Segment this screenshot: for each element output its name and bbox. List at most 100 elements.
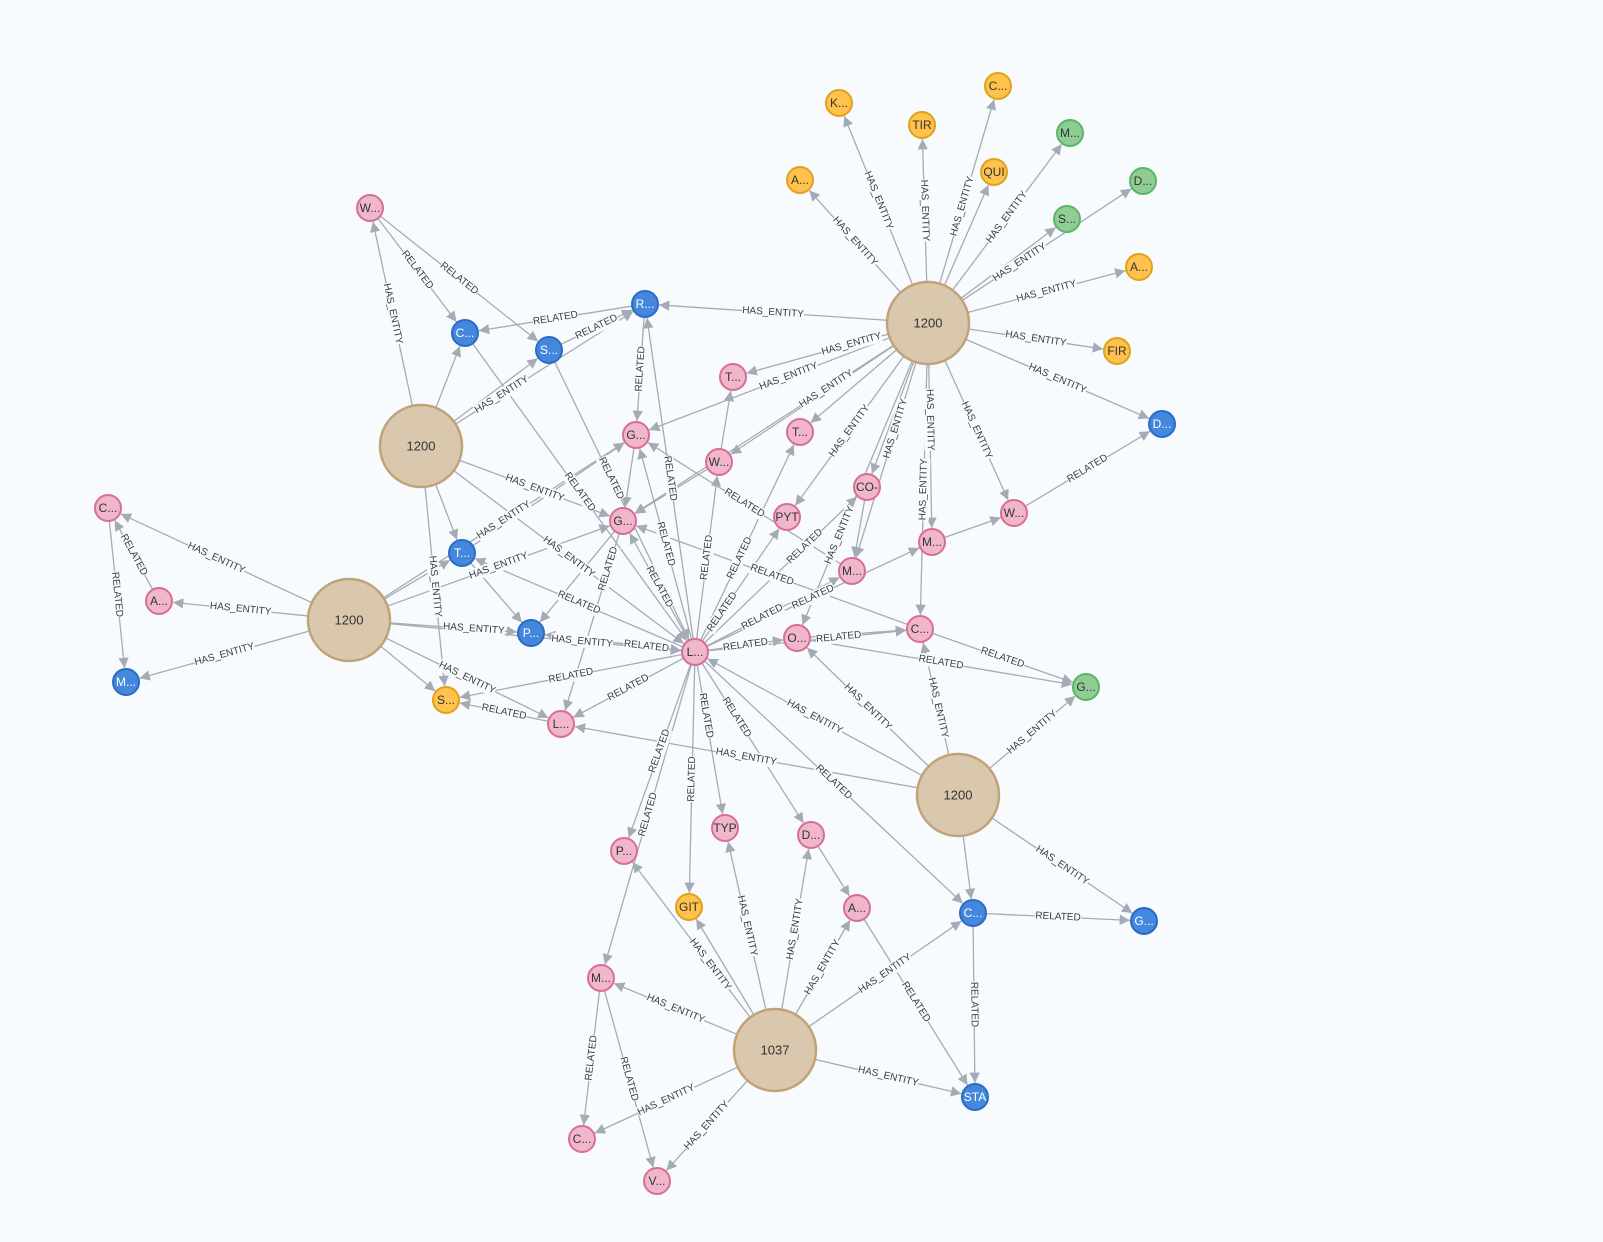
node-circle[interactable] [786, 166, 814, 194]
node-circle[interactable] [959, 899, 987, 927]
node-circle[interactable] [797, 821, 825, 849]
node-circle[interactable] [517, 619, 545, 647]
entity-node-orange[interactable]: TIR [908, 111, 936, 139]
node-circle[interactable] [773, 503, 801, 531]
entity-node-orange[interactable]: S... [432, 686, 460, 714]
edge-line[interactable] [631, 861, 751, 1018]
node-circle[interactable] [838, 557, 866, 585]
edge-line[interactable] [703, 496, 858, 644]
edge-has-entity[interactable] [631, 861, 751, 1018]
edge-related[interactable] [696, 664, 727, 815]
node-circle[interactable] [610, 837, 638, 865]
entity-node-blue[interactable]: R... [631, 290, 659, 318]
entity-node-pink[interactable]: L... [547, 710, 575, 738]
entity-node-pink[interactable]: O... [783, 624, 811, 652]
node-circle[interactable] [451, 319, 479, 347]
edge-line[interactable] [854, 362, 917, 558]
edge-line[interactable] [435, 345, 461, 409]
node-circle[interactable] [1148, 410, 1176, 438]
edge-has-entity[interactable] [695, 918, 755, 1016]
edge-has-entity[interactable] [810, 349, 898, 424]
entity-node-pink[interactable]: G... [609, 507, 637, 535]
node-circle[interactable] [825, 89, 853, 117]
edge-has-entity[interactable] [962, 835, 976, 900]
node-circle[interactable] [356, 194, 384, 222]
node-circle[interactable] [622, 421, 650, 449]
edge-related[interactable] [817, 845, 851, 897]
node-circle[interactable] [609, 507, 637, 535]
node-circle[interactable] [306, 577, 392, 663]
node-circle[interactable] [378, 403, 464, 489]
edge-line[interactable] [453, 357, 539, 422]
entity-node-green[interactable]: G... [1072, 673, 1100, 701]
entity-node-blue[interactable]: C... [451, 319, 479, 347]
edge-line[interactable] [383, 559, 451, 600]
edge-line[interactable] [962, 835, 976, 900]
node-circle[interactable] [1056, 119, 1084, 147]
node-circle[interactable] [906, 615, 934, 643]
entity-node-green[interactable]: M... [1056, 119, 1084, 147]
edge-has-entity[interactable] [943, 184, 989, 286]
entity-node-pink[interactable]: C... [568, 1125, 596, 1153]
node-circle[interactable] [112, 668, 140, 696]
node-circle[interactable] [705, 448, 733, 476]
node-circle[interactable] [1072, 673, 1100, 701]
node-circle[interactable] [681, 638, 709, 666]
node-circle[interactable] [94, 494, 122, 522]
entity-node-orange[interactable]: A... [1125, 253, 1153, 281]
entity-node-pink[interactable]: A... [145, 587, 173, 615]
entity-node-pink[interactable]: C... [906, 615, 934, 643]
entity-node-pink[interactable]: T... [786, 418, 814, 446]
edge-has-entity[interactable] [380, 645, 436, 692]
edge-line[interactable] [810, 349, 898, 424]
entity-node-pink[interactable]: G... [622, 421, 650, 449]
entity-node-pink[interactable]: M... [918, 528, 946, 556]
entity-node-pink[interactable]: M... [587, 964, 615, 992]
entity-node-pink[interactable]: CO- [853, 473, 881, 501]
entity-node-pink[interactable]: C... [94, 494, 122, 522]
node-circle[interactable] [145, 587, 173, 615]
entity-node-green[interactable]: D... [1129, 167, 1157, 195]
hub-node[interactable]: 1200 [378, 403, 464, 489]
node-circle[interactable] [984, 72, 1012, 100]
edge-line[interactable] [539, 530, 616, 623]
entity-node-pink[interactable]: W... [356, 194, 384, 222]
edge-related[interactable] [539, 530, 616, 623]
entity-node-orange[interactable]: A... [786, 166, 814, 194]
node-circle[interactable] [675, 893, 703, 921]
node-circle[interactable] [980, 158, 1008, 186]
edge-has-entity[interactable] [453, 357, 539, 422]
edge-line[interactable] [380, 645, 436, 692]
entity-node-pink[interactable]: W... [705, 448, 733, 476]
entity-node-pink[interactable]: V... [643, 1167, 671, 1195]
entity-node-blue[interactable]: C... [959, 899, 987, 927]
edge-has-entity[interactable] [961, 188, 1132, 301]
node-circle[interactable] [786, 418, 814, 446]
edge-line[interactable] [720, 390, 735, 450]
entity-node-pink[interactable]: T... [719, 363, 747, 391]
entity-node-blue[interactable]: D... [1148, 410, 1176, 438]
edge-line[interactable] [695, 918, 755, 1016]
node-circle[interactable] [1125, 253, 1153, 281]
edge-related[interactable] [701, 662, 805, 824]
edge-has-entity[interactable] [854, 362, 917, 558]
entity-node-blue[interactable]: T... [448, 539, 476, 567]
edge-line[interactable] [851, 499, 866, 558]
entity-node-pink[interactable]: P... [610, 837, 638, 865]
entity-node-blue[interactable]: STA [961, 1083, 989, 1111]
entity-node-pink[interactable]: L... [681, 638, 709, 666]
edge-related[interactable] [621, 447, 635, 508]
edge-has-entity[interactable] [383, 559, 451, 600]
node-circle[interactable] [568, 1125, 596, 1153]
node-circle[interactable] [918, 528, 946, 556]
entity-node-orange[interactable]: FIR [1103, 337, 1131, 365]
entity-node-pink[interactable]: TYP [711, 814, 739, 842]
entity-node-blue[interactable]: P... [517, 619, 545, 647]
edge-line[interactable] [817, 845, 851, 897]
entity-node-green[interactable]: S... [1053, 205, 1081, 233]
node-circle[interactable] [719, 363, 747, 391]
edge-related[interactable] [944, 516, 1002, 539]
node-circle[interactable] [587, 964, 615, 992]
node-circle[interactable] [732, 1007, 818, 1093]
